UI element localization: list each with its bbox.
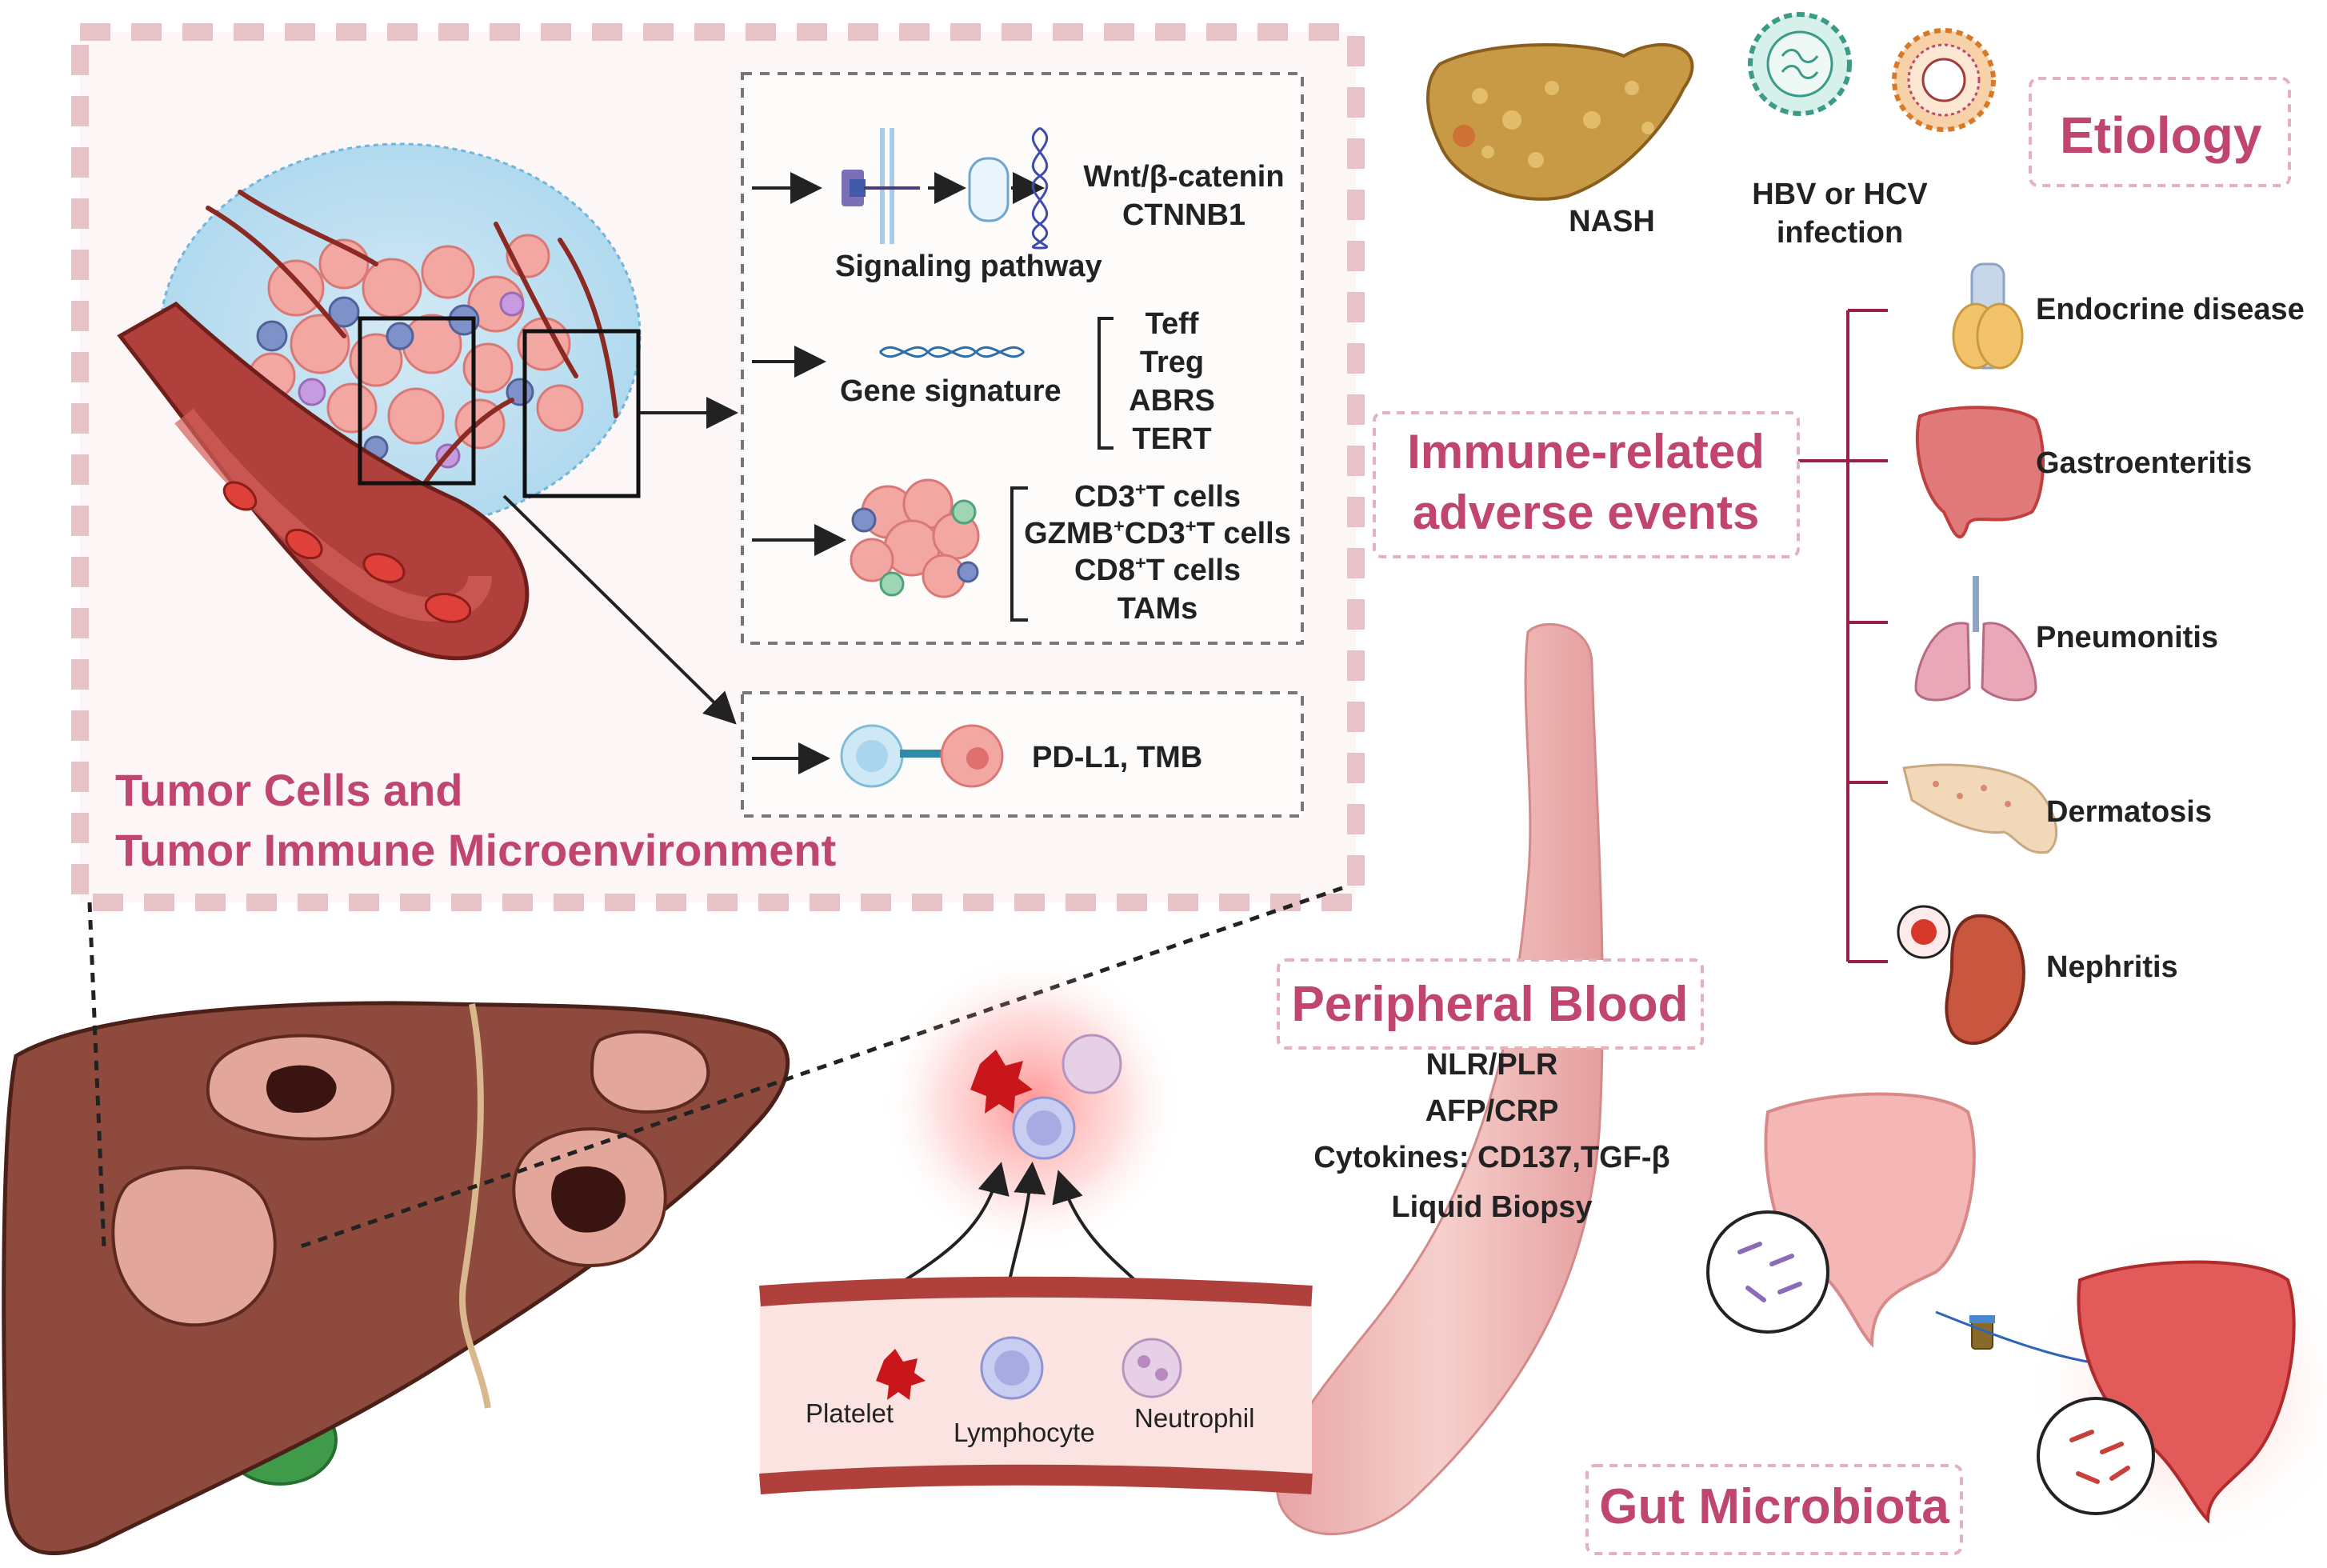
thyroid-icon [1952, 262, 2024, 370]
immune-cluster-icon [850, 478, 980, 598]
pdl1-label: PD-L1, TMB [1032, 741, 1203, 774]
virus-label-1: HBV or HCV [1752, 178, 1928, 211]
receptor-icon [842, 128, 1010, 244]
skin-hand-icon [1902, 763, 2058, 854]
cell-item-cd3: CD3+T cells [1074, 478, 1241, 514]
gut-microbiota-title: Gut Microbiota [1599, 1479, 1949, 1534]
irae-item-endocrine: Endocrine disease [2036, 293, 2305, 326]
irae-tree-lines [1792, 309, 1888, 963]
inflamed-colon-icon [2037, 1260, 2296, 1524]
cell-item-tams: TAMs [1117, 592, 1198, 626]
kidney-icon [1897, 905, 2025, 1046]
gene-item-teff: Teff [1145, 307, 1199, 341]
pdl1-box [741, 691, 1304, 818]
tme-arrows [502, 172, 1045, 774]
neutrophil-label: Neutrophil [1134, 1403, 1255, 1433]
irae-item-nephritis: Nephritis [2046, 950, 2178, 984]
signaling-caption: Signaling pathway [835, 250, 1102, 283]
fatty-liver-icon [1426, 43, 1694, 201]
platelet-label: Platelet [806, 1398, 894, 1428]
gene-signature-caption: Gene signature [840, 374, 1062, 408]
irae-title-line2: adverse events [1412, 486, 1760, 539]
cell-item-cd8: CD8+T cells [1074, 552, 1241, 587]
healthy-colon-icon [1706, 1092, 1976, 1348]
fecal-transfer-arrow [1935, 1310, 2157, 1380]
tme-title-line2: Tumor Immune Microenvironment [115, 825, 837, 875]
irae-item-dermatosis: Dermatosis [2046, 795, 2212, 829]
blood-marker-liquid-biopsy: Liquid Biopsy [1391, 1190, 1593, 1224]
blood-marker-afp: AFP/CRP [1425, 1094, 1559, 1128]
signaling-label-1: Wnt/β-catenin [1083, 160, 1285, 194]
hcv-virus-icon [1892, 28, 1996, 132]
tumor-mass-illustration [117, 142, 642, 661]
dna-helix-icon [1032, 126, 1048, 250]
signaling-label-2: CTNNB1 [1122, 198, 1246, 232]
etiology-title: Etiology [2060, 106, 2262, 164]
irae-title-line1: Immune-related [1407, 425, 1765, 478]
gene-dna-icon [878, 346, 1026, 358]
lungs-icon [1914, 576, 2037, 702]
irae-item-gastroenteritis: Gastroenteritis [2036, 446, 2253, 480]
liver-illustration [2, 1001, 790, 1556]
blood-marker-nlr: NLR/PLR [1425, 1048, 1558, 1082]
nash-label: NASH [1569, 205, 1655, 238]
blood-marker-cytokines: Cytokines: CD137,TGF-β [1313, 1141, 1670, 1174]
intestine-icon [1915, 406, 2045, 538]
lymphocyte-label: Lymphocyte [954, 1418, 1095, 1447]
blood-cells-glow-group [970, 1034, 1122, 1160]
irae-item-pneumonitis: Pneumonitis [2036, 621, 2219, 654]
title-boxes [1277, 77, 2291, 1555]
cell-item-gzmb: GZMB+CD3+T cells [1024, 515, 1291, 550]
peripheral-blood-title: Peripheral Blood [1291, 977, 1689, 1032]
brackets [1010, 317, 1114, 622]
hbv-virus-icon [1748, 12, 1852, 116]
pdl1-binding-icon [840, 724, 1004, 788]
zoom-lines [87, 886, 1343, 1250]
blood-vessel-cross-section [759, 1276, 1313, 1494]
tme-title-line1: Tumor Cells and [115, 765, 463, 815]
gene-item-tert: TERT [1132, 422, 1212, 456]
gene-item-treg: Treg [1139, 346, 1205, 379]
virus-label-2: infection [1776, 216, 1904, 250]
gene-item-abrs: ABRS [1129, 384, 1215, 418]
